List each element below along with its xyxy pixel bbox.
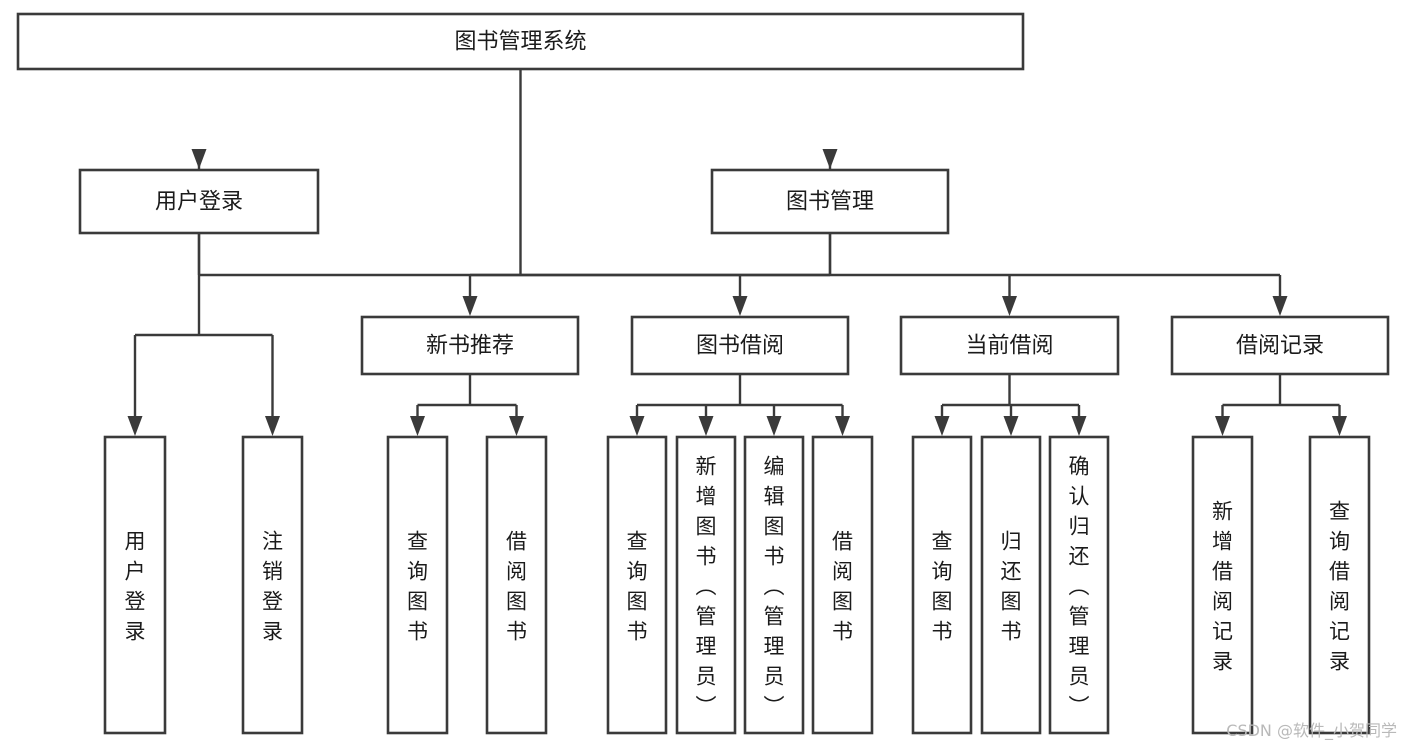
arrow-head-icon xyxy=(1332,416,1347,436)
node-leaf-edit-book[interactable]: 编辑图书︵管理员︶ xyxy=(743,435,805,735)
node-label: 查询图书 xyxy=(407,529,428,643)
node-label: 编辑图书︵管理员︶ xyxy=(764,454,785,718)
node-leaf-borrow-book[interactable]: 借阅图书 xyxy=(811,435,874,735)
node-box[interactable] xyxy=(1170,315,1390,376)
node-box[interactable] xyxy=(743,435,805,735)
node-leaf-return-book[interactable]: 归还图书 xyxy=(980,435,1042,735)
node-book-borrow[interactable]: 图书借阅 xyxy=(630,315,850,376)
node-box[interactable] xyxy=(1308,435,1371,735)
node-box[interactable] xyxy=(1048,435,1110,735)
node-label: 借阅图书 xyxy=(506,529,527,643)
node-leaf-add-book[interactable]: 新增图书︵管理员︶ xyxy=(675,435,737,735)
arrow-head-icon xyxy=(509,416,524,436)
node-user-login[interactable]: 用户登录 xyxy=(78,168,320,235)
node-leaf-add-borrow-record[interactable]: 新增借阅记录 xyxy=(1191,435,1254,735)
node-label: 查询图书 xyxy=(627,529,648,643)
node-label: 借阅记录 xyxy=(1236,334,1324,359)
node-box[interactable] xyxy=(103,435,167,735)
arrow-head-icon xyxy=(1003,416,1019,436)
node-label: 确认归还︵管理员︶ xyxy=(1069,454,1090,718)
node-layer: 图书管理系统用户登录图书管理新书推荐图书借阅当前借阅借阅记录用户登录注销登录查询… xyxy=(16,12,1390,735)
node-box[interactable] xyxy=(16,12,1025,71)
node-box[interactable] xyxy=(811,435,874,735)
node-label: 注销登录 xyxy=(262,529,283,643)
node-label: 当前借阅 xyxy=(965,334,1053,359)
arrow-head-icon xyxy=(1272,296,1288,316)
node-label: 图书管理 xyxy=(786,190,874,215)
node-label: 用户登录 xyxy=(155,190,243,215)
arrow-head-icon xyxy=(265,416,280,436)
node-label: 新增借阅记录 xyxy=(1212,499,1233,673)
node-box[interactable] xyxy=(78,168,320,235)
node-box[interactable] xyxy=(675,435,737,735)
csdn-watermark: CSDN @软件_小贺同学 xyxy=(1226,721,1397,740)
arrow-head-icon xyxy=(766,416,782,436)
arrow-head-icon xyxy=(835,416,850,436)
arrow-head-icon xyxy=(191,149,207,169)
node-box[interactable] xyxy=(485,435,548,735)
node-box[interactable] xyxy=(899,315,1120,376)
node-label: 借阅图书 xyxy=(832,529,853,643)
node-box[interactable] xyxy=(630,315,850,376)
node-box[interactable] xyxy=(241,435,304,735)
node-leaf-query-borrow-record[interactable]: 查询借阅记录 xyxy=(1308,435,1371,735)
node-borrow-record[interactable]: 借阅记录 xyxy=(1170,315,1390,376)
arrow-head-icon xyxy=(1215,416,1230,436)
node-label: 图书管理系统 xyxy=(454,30,586,55)
node-label: 查询图书 xyxy=(932,529,953,643)
arrow-head-icon xyxy=(629,416,645,436)
arrow-head-icon xyxy=(732,296,748,316)
arrow-head-icon xyxy=(127,416,143,436)
arrow-head-icon xyxy=(698,416,714,436)
node-box[interactable] xyxy=(606,435,668,735)
node-leaf-user-login[interactable]: 用户登录 xyxy=(103,435,167,735)
node-leaf-user-logout[interactable]: 注销登录 xyxy=(241,435,304,735)
node-box[interactable] xyxy=(710,168,950,235)
node-label: 归还图书 xyxy=(1001,529,1022,643)
node-leaf-query-book-borrow[interactable]: 查询图书 xyxy=(606,435,668,735)
node-box[interactable] xyxy=(980,435,1042,735)
node-leaf-query-book-current[interactable]: 查询图书 xyxy=(911,435,973,735)
node-leaf-borrow-book-recommend[interactable]: 借阅图书 xyxy=(485,435,548,735)
node-leaf-query-book-recommend[interactable]: 查询图书 xyxy=(386,435,449,735)
arrow-head-icon xyxy=(1002,296,1017,316)
arrow-head-icon xyxy=(462,296,478,316)
node-root[interactable]: 图书管理系统 xyxy=(16,12,1025,71)
arrow-head-icon xyxy=(410,416,425,436)
node-label: 用户登录 xyxy=(125,529,146,643)
connector-layer xyxy=(127,69,1347,436)
node-label: 查询借阅记录 xyxy=(1329,499,1350,673)
arrow-head-icon xyxy=(822,149,838,169)
node-box[interactable] xyxy=(386,435,449,735)
node-current-borrow[interactable]: 当前借阅 xyxy=(899,315,1120,376)
node-box[interactable] xyxy=(1191,435,1254,735)
node-book-manage[interactable]: 图书管理 xyxy=(710,168,950,235)
node-label: 新书推荐 xyxy=(426,334,514,359)
node-box[interactable] xyxy=(360,315,580,376)
node-label: 图书借阅 xyxy=(696,334,784,359)
node-new-book-recommend[interactable]: 新书推荐 xyxy=(360,315,580,376)
node-box[interactable] xyxy=(911,435,973,735)
arrow-head-icon xyxy=(1071,416,1087,436)
node-leaf-confirm-return[interactable]: 确认归还︵管理员︶ xyxy=(1048,435,1110,735)
arrow-head-icon xyxy=(934,416,950,436)
node-label: 新增图书︵管理员︶ xyxy=(696,454,717,718)
